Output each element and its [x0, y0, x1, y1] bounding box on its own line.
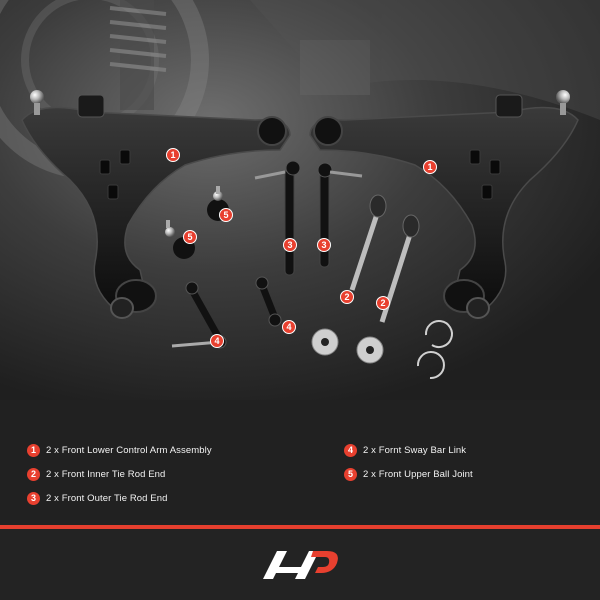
- parts-legend: 1 2 x Front Lower Control Arm Assembly 2…: [0, 400, 600, 520]
- brand-logo-icon: [263, 551, 338, 579]
- callout-marker: 1: [423, 160, 437, 174]
- callout-marker: 1: [166, 148, 180, 162]
- left-lower-control-arm: [21, 90, 291, 319]
- legend-number-badge: 5: [344, 467, 357, 481]
- callout-marker: 5: [183, 230, 197, 244]
- legend-text: 2 x Front Lower Control Arm Assembly: [46, 444, 212, 456]
- legend-item-3: 3 2 x Front Outer Tie Rod End: [27, 489, 168, 507]
- legend-item-4: 4 2 x Fornt Sway Bar Link: [344, 441, 466, 459]
- callout-marker: 4: [282, 320, 296, 334]
- legend-text: 2 x Front Inner Tie Rod End: [46, 468, 166, 480]
- callout-marker: 5: [219, 208, 233, 222]
- washers-and-clips: [311, 320, 453, 380]
- legend-text: 2 x Front Upper Ball Joint: [363, 468, 473, 480]
- callout-marker: 4: [210, 334, 224, 348]
- callout-marker: 2: [340, 290, 354, 304]
- legend-item-5: 5 2 x Front Upper Ball Joint: [344, 465, 473, 483]
- legend-number-badge: 1: [27, 443, 40, 457]
- legend-number-badge: 2: [27, 467, 40, 481]
- legend-item-2: 2 2 x Front Inner Tie Rod End: [27, 465, 165, 483]
- parts-photo: [0, 0, 600, 400]
- callout-marker: 3: [317, 238, 331, 252]
- legend-number-badge: 3: [27, 491, 40, 505]
- legend-number-badge: 4: [344, 443, 357, 457]
- right-lower-control-arm: [309, 90, 579, 319]
- legend-item-1: 1 2 x Front Lower Control Arm Assembly: [27, 441, 212, 459]
- legend-text: 2 x Fornt Sway Bar Link: [363, 444, 467, 456]
- callout-marker: 3: [283, 238, 297, 252]
- accent-divider: [0, 525, 600, 529]
- coil-spring: [109, 0, 167, 110]
- callout-marker: 2: [376, 296, 390, 310]
- legend-text: 2 x Front Outer Tie Rod End: [46, 492, 168, 504]
